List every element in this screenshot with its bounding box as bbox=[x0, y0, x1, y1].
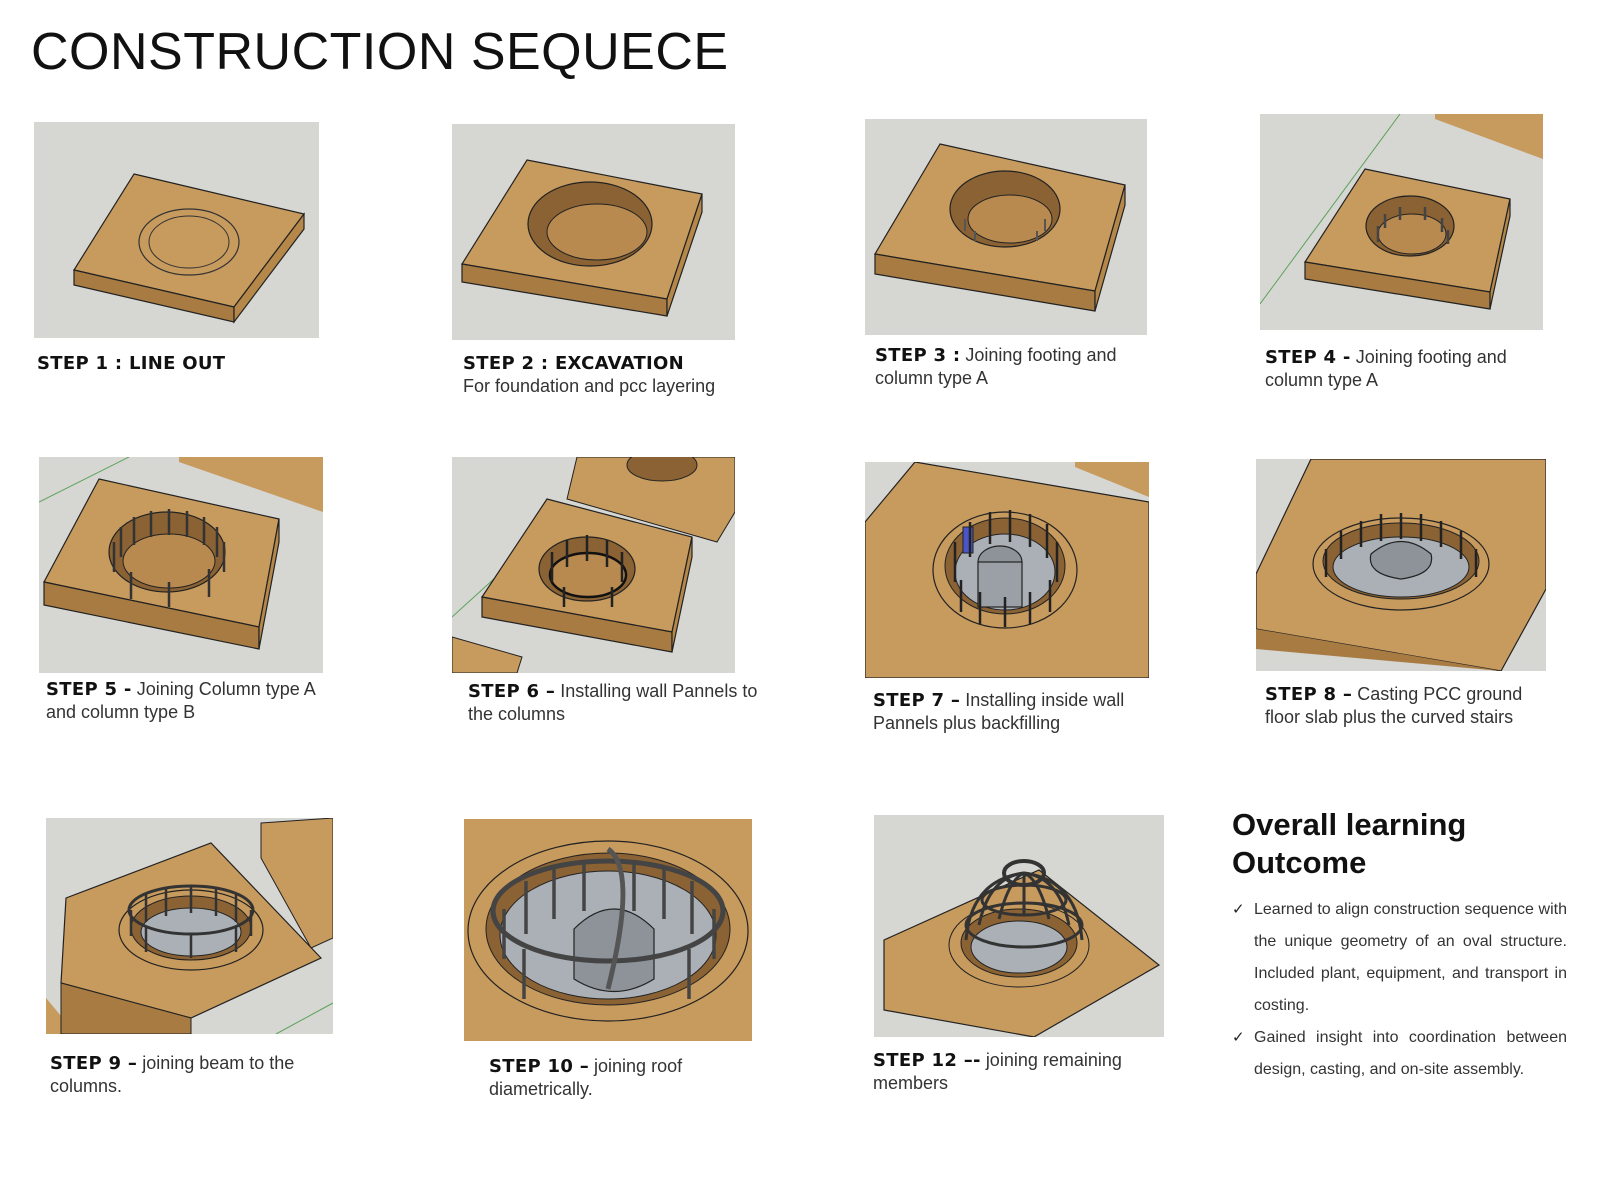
step-1-image bbox=[34, 122, 319, 338]
step-10-image bbox=[464, 819, 752, 1041]
step-8-image bbox=[1256, 459, 1546, 671]
step-10-caption: STEP 10 – joining roof diametrically. bbox=[489, 1055, 779, 1101]
learning-outcome-item: ✓ Learned to align construction sequence… bbox=[1232, 894, 1567, 1022]
step-10-label: STEP 10 – bbox=[489, 1056, 590, 1077]
step-8-label: STEP 8 – bbox=[1265, 684, 1353, 705]
page-title: CONSTRUCTION SEQUECE bbox=[31, 23, 729, 81]
step-2-text: For foundation and pcc layering bbox=[463, 376, 716, 396]
step-12-image bbox=[874, 815, 1164, 1037]
step-6-label: STEP 6 – bbox=[468, 681, 556, 702]
step-1-caption: STEP 1 : LINE OUT bbox=[37, 352, 327, 375]
step-3-text: Joining footing and column type A bbox=[875, 345, 1117, 388]
learning-outcome-panel: Overall learning Outcome ✓ Learned to al… bbox=[1232, 806, 1567, 1086]
step-6-text: Installing wall Pannels to the columns bbox=[468, 681, 758, 724]
step-3-label: STEP 3 : bbox=[875, 345, 961, 366]
step-10-text: joining roof diametrically. bbox=[489, 1056, 683, 1099]
step-7-image bbox=[865, 462, 1149, 678]
check-icon: ✓ bbox=[1232, 901, 1245, 918]
step-12-text: joining remaining members bbox=[873, 1050, 1122, 1093]
step-3-caption: STEP 3 : Joining footing and column type… bbox=[875, 344, 1165, 390]
step-9-text: joining beam to the columns. bbox=[50, 1053, 295, 1096]
step-5-image bbox=[39, 457, 323, 673]
learning-outcome-item: ✓ Gained insight into coordination betwe… bbox=[1232, 1022, 1567, 1086]
step-7-text: Installing inside wall Pannels plus back… bbox=[873, 690, 1125, 733]
step-12-caption: STEP 12 –- joining remaining members bbox=[873, 1049, 1163, 1095]
step-2-caption: STEP 2 : EXCAVATION For foundation and p… bbox=[463, 352, 753, 398]
step-9-image bbox=[46, 818, 333, 1034]
step-12-label: STEP 12 –- bbox=[873, 1050, 981, 1071]
step-2-label: STEP 2 : EXCAVATION bbox=[463, 353, 684, 374]
step-4-image bbox=[1260, 114, 1543, 330]
step-4-text: Joining footing and column type A bbox=[1265, 347, 1507, 390]
step-4-caption: STEP 4 - Joining footing and column type… bbox=[1265, 346, 1555, 392]
step-9-caption: STEP 9 – joining beam to the columns. bbox=[50, 1052, 340, 1098]
step-8-text: Casting PCC ground floor slab plus the c… bbox=[1265, 684, 1523, 727]
step-1-label: STEP 1 : LINE OUT bbox=[37, 353, 226, 374]
learning-outcome-list: ✓ Learned to align construction sequence… bbox=[1232, 894, 1567, 1086]
learning-outcome-title: Overall learning Outcome bbox=[1232, 807, 1467, 880]
step-9-label: STEP 9 – bbox=[50, 1053, 138, 1074]
step-2-image bbox=[452, 124, 735, 340]
check-icon: ✓ bbox=[1232, 1029, 1245, 1046]
step-5-caption: STEP 5 - Joining Column type A and colum… bbox=[46, 678, 336, 724]
step-3-image bbox=[865, 119, 1147, 335]
step-5-label: STEP 5 - bbox=[46, 679, 132, 700]
step-4-label: STEP 4 - bbox=[1265, 347, 1351, 368]
step-6-image bbox=[452, 457, 735, 673]
step-6-caption: STEP 6 – Installing wall Pannels to the … bbox=[468, 680, 758, 726]
step-8-caption: STEP 8 – Casting PCC ground floor slab p… bbox=[1265, 683, 1555, 729]
step-7-caption: STEP 7 – Installing inside wall Pannels … bbox=[873, 689, 1163, 735]
step-5-text: Joining Column type A and column type B bbox=[46, 679, 315, 722]
step-7-label: STEP 7 – bbox=[873, 690, 961, 711]
